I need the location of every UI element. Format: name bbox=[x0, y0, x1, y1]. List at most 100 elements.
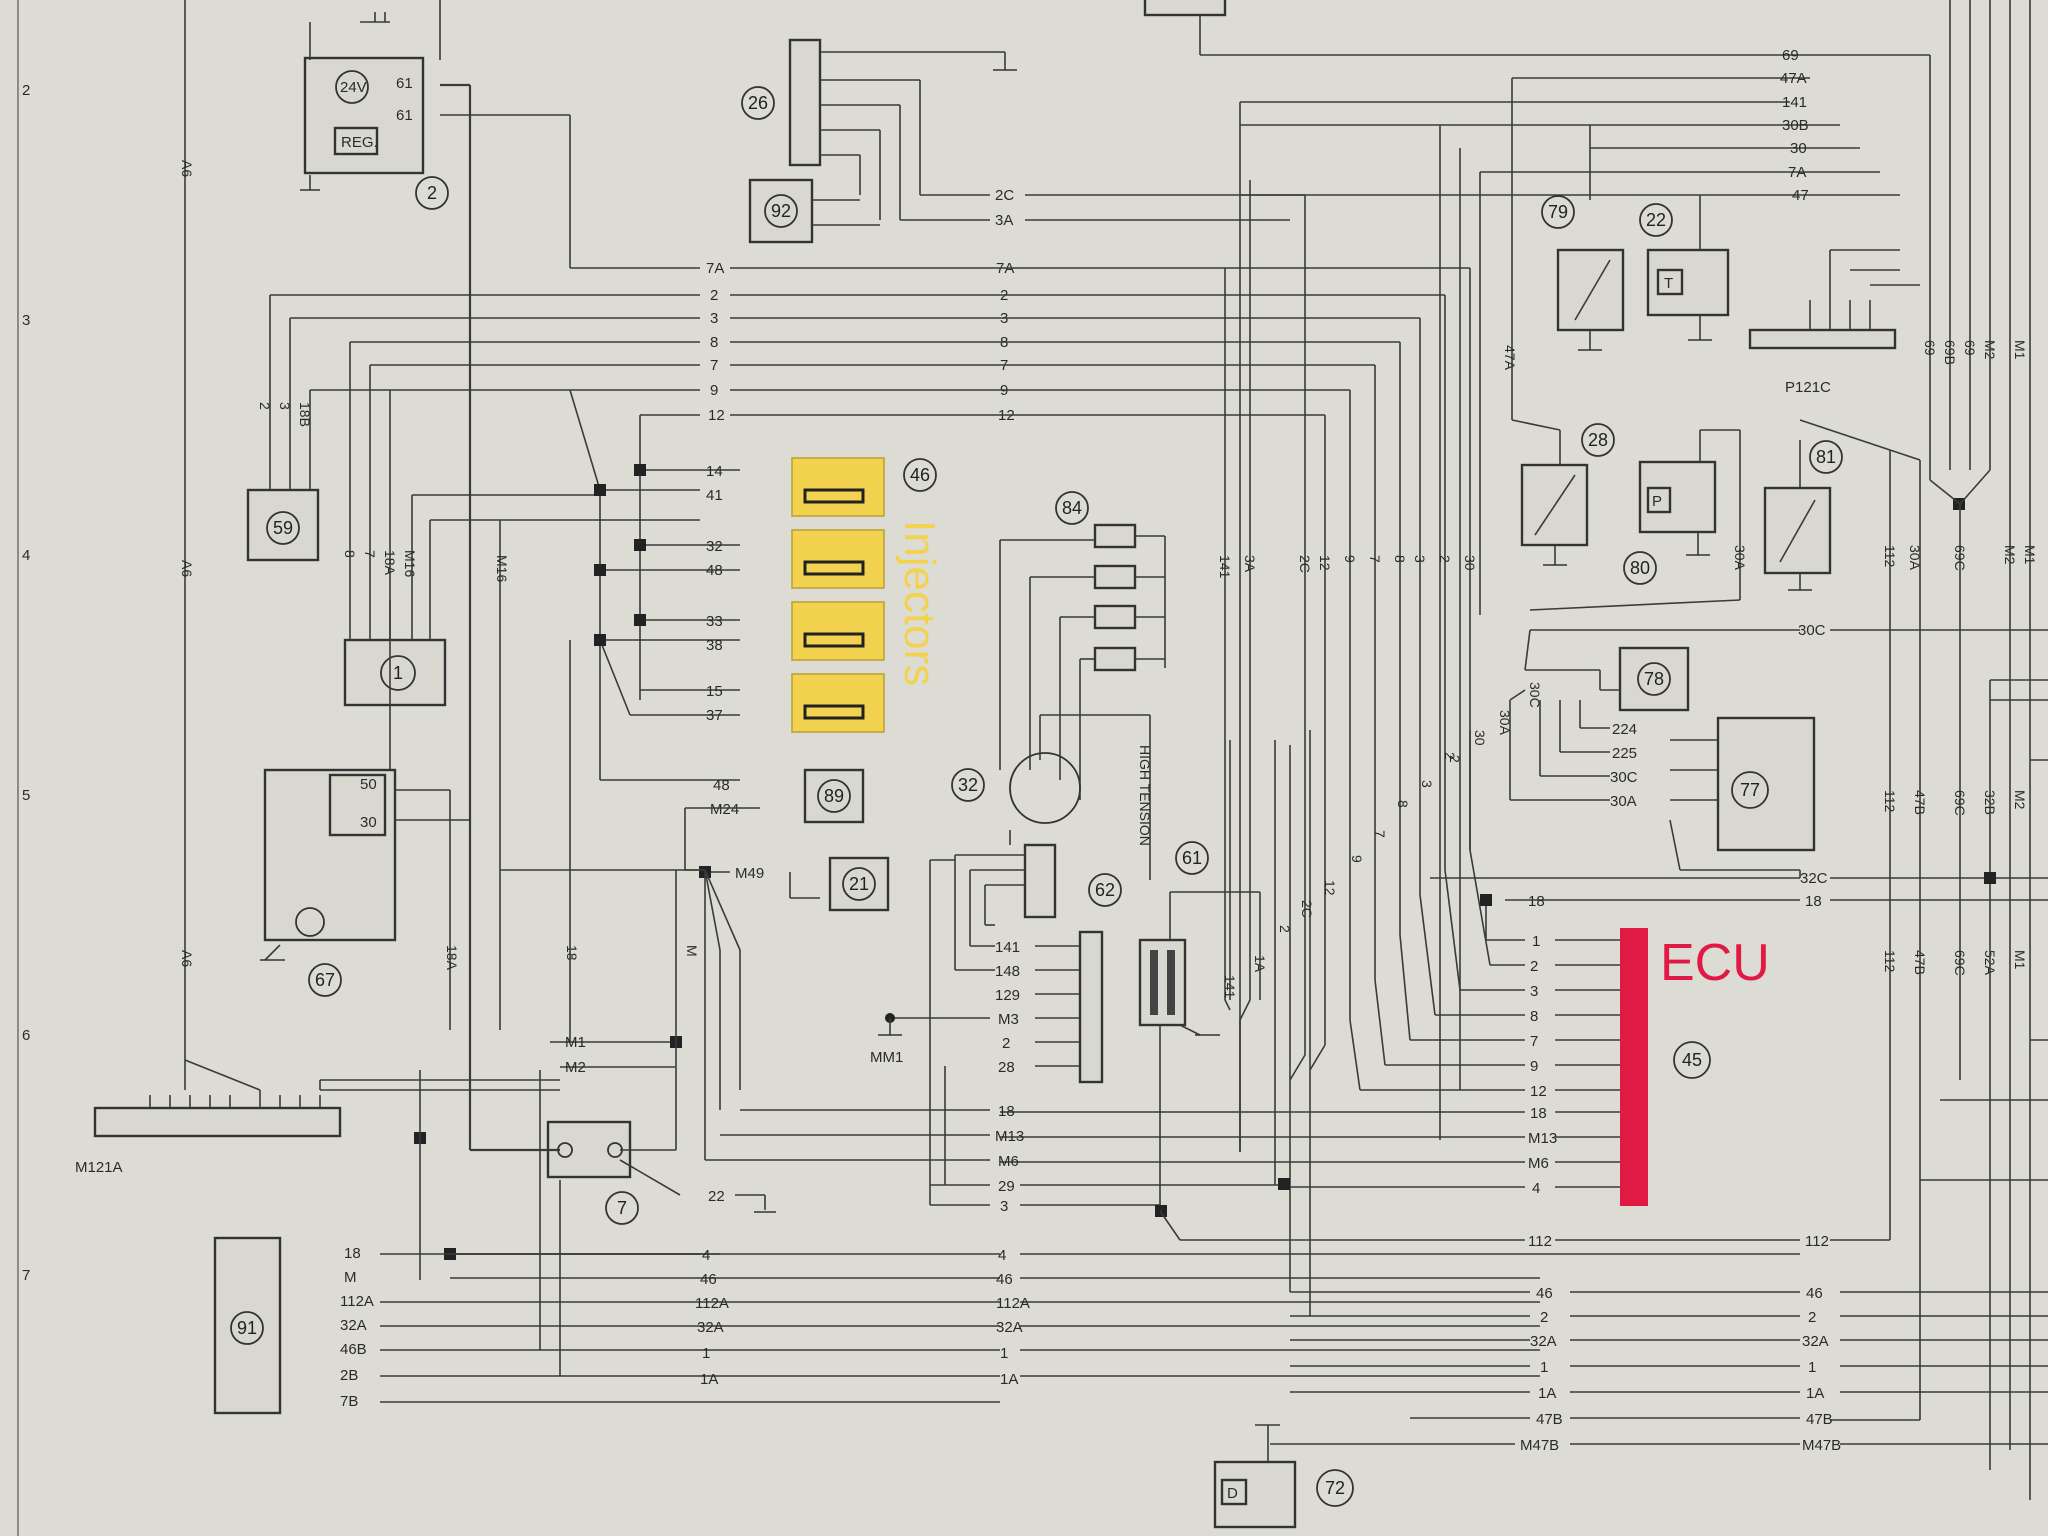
wire-label: M1 bbox=[2022, 545, 2038, 565]
component-number: 32 bbox=[958, 775, 978, 795]
pin-label: 18A bbox=[382, 550, 398, 576]
main-bus-verticals: 141 3A 2C 12 9 7 8 3 2 30 bbox=[990, 180, 1478, 1055]
wire-label: 3 bbox=[1412, 555, 1428, 563]
wire-label: 112 bbox=[1882, 950, 1898, 973]
wire-label: 112 bbox=[1528, 1233, 1552, 1250]
ecu-pin: 1 bbox=[1532, 933, 1540, 950]
component-59: 59 2 3 18B bbox=[246, 402, 320, 562]
pin-label: 48 bbox=[706, 562, 723, 579]
wire-label: 46 bbox=[700, 1271, 717, 1288]
pin-label: 2 bbox=[257, 402, 273, 410]
wire-label: M13 bbox=[995, 1128, 1024, 1145]
wire-label: 9 bbox=[710, 382, 718, 399]
wire-label: 47B bbox=[1912, 790, 1928, 815]
wire-label: 29 bbox=[998, 1178, 1015, 1195]
pin-label: 129 bbox=[995, 987, 1020, 1004]
wire-label: 4 bbox=[998, 1247, 1006, 1264]
ecu-label: ECU bbox=[1660, 934, 1770, 992]
alt-terminal: 61 bbox=[396, 107, 413, 124]
ecu: ECU 45 bbox=[1620, 928, 1770, 1206]
wire-label: 1A bbox=[700, 1371, 718, 1388]
wire-label: 7 bbox=[710, 357, 718, 374]
wire-label: 1A bbox=[1000, 1371, 1018, 1388]
regulator-label: REG. bbox=[341, 134, 378, 151]
wire-label: 30 bbox=[1472, 730, 1488, 746]
wire-label: 112 bbox=[1882, 790, 1898, 813]
wire-label: M16 bbox=[494, 555, 510, 582]
wire-label: 9 bbox=[1342, 555, 1358, 563]
wire-label: 3A bbox=[1242, 555, 1258, 573]
component-number: 84 bbox=[1062, 498, 1082, 518]
wire-label: 112 bbox=[1882, 545, 1898, 568]
wire-label: 8 bbox=[710, 334, 718, 351]
ecu-pin: 3 bbox=[1530, 983, 1538, 1000]
relay-label: D bbox=[1227, 1485, 1238, 1502]
component-92: 92 bbox=[748, 178, 880, 244]
wire-label: 3A bbox=[995, 212, 1013, 229]
ground-mm1: MM1 bbox=[870, 1013, 990, 1066]
wire-label: A6 bbox=[179, 950, 195, 967]
wire-label: 2 bbox=[1540, 1309, 1548, 1326]
ecu-pins: 1 2 3 8 7 9 12 18 M13 M6 4 bbox=[1000, 849, 1620, 1197]
component-78: 78 30C 30A 2 30 bbox=[1447, 629, 1690, 763]
pin-label: M24 bbox=[710, 801, 739, 818]
wire-label: 47B bbox=[1912, 950, 1928, 975]
right-column-top: 69 69B 69 M2 M1 bbox=[1922, 340, 2028, 365]
wire-label: 69 bbox=[1962, 340, 1978, 356]
injector bbox=[791, 601, 885, 661]
pin-label: 48 bbox=[713, 777, 730, 794]
wire-label: 69C bbox=[1952, 545, 1968, 571]
pin-label: 15 bbox=[706, 683, 723, 700]
wire-label: 30 bbox=[1462, 555, 1478, 571]
wire-label: M6 bbox=[998, 1153, 1019, 1170]
wire-label: 32A bbox=[996, 1319, 1023, 1336]
component-number: 46 bbox=[910, 465, 930, 485]
relay-label: T bbox=[1664, 275, 1673, 292]
wire-label: 7A bbox=[706, 260, 724, 277]
component-1: 1 8 7 18A M16 bbox=[342, 494, 700, 707]
wire-label: 18 bbox=[998, 1103, 1015, 1120]
wire-label: 7 bbox=[1372, 830, 1388, 838]
component-number: 67 bbox=[315, 970, 335, 990]
wire-label: 112 bbox=[1805, 1233, 1829, 1250]
relay-terminal: 30 bbox=[360, 814, 377, 831]
wire-label: 12 bbox=[1317, 555, 1333, 571]
wire-label: 7A bbox=[1788, 164, 1806, 181]
wire-label: 1A bbox=[1538, 1385, 1556, 1402]
component-number: 26 bbox=[748, 93, 768, 113]
pin-label: 18B bbox=[297, 402, 313, 427]
mid-bottom-bus: 18 M13 M6 29 3 bbox=[705, 859, 1290, 1215]
ecu-pin: 4 bbox=[1532, 1180, 1540, 1197]
wire-label: 69C bbox=[1952, 790, 1968, 816]
component-number: 1 bbox=[393, 663, 403, 683]
injector bbox=[791, 529, 885, 589]
wire-label: 1 bbox=[1000, 1345, 1008, 1362]
component-62: 62 141 148 129 M3 2 28 bbox=[954, 830, 1122, 1084]
wire-label: 32A bbox=[1530, 1333, 1557, 1350]
wire-label: 18 bbox=[1805, 893, 1822, 910]
wire-label: 47B bbox=[1536, 1411, 1563, 1428]
wire-label: 1A bbox=[1806, 1385, 1824, 1402]
wire-label: 32A bbox=[697, 1319, 724, 1336]
wire-label: 8 bbox=[1395, 800, 1411, 808]
pin-label: 7 bbox=[362, 550, 378, 558]
ecu-pin: 7 bbox=[1530, 1033, 1538, 1050]
wire-label: 18 bbox=[1528, 893, 1545, 910]
wire-label: 7 bbox=[1367, 555, 1383, 563]
injectors-label: Injectors bbox=[895, 520, 944, 686]
ecu-pin: 12 bbox=[1530, 1083, 1547, 1100]
pin-label: M bbox=[344, 1269, 357, 1286]
connector-m121a: M121A bbox=[75, 1090, 342, 1176]
wire-label: 46 bbox=[1806, 1285, 1823, 1302]
ruler-mark: 3 bbox=[22, 312, 30, 329]
wire-label: 69 bbox=[1782, 47, 1799, 64]
component-number: 28 bbox=[1588, 430, 1608, 450]
component-84: 84 bbox=[999, 491, 1166, 800]
wire-label: M1 bbox=[2012, 340, 2028, 360]
wire-label: 22 bbox=[708, 1188, 725, 1205]
wire-label: 1 bbox=[702, 1345, 710, 1362]
ruler-mark: 5 bbox=[22, 787, 30, 804]
component-number: 78 bbox=[1644, 669, 1664, 689]
component-22: T 22 bbox=[1639, 203, 1730, 341]
